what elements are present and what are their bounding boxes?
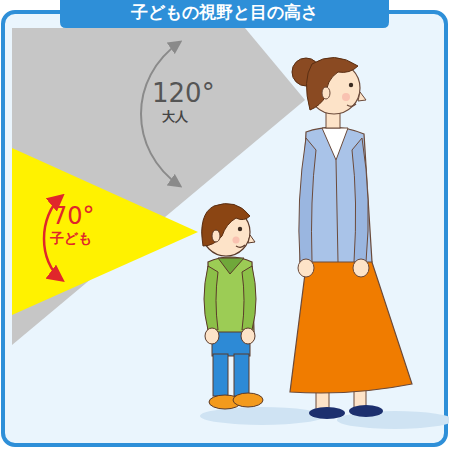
angle-arrow (141, 42, 180, 186)
adult-figure (290, 57, 412, 419)
ground-shadow (337, 411, 449, 429)
angle-label: 70° (52, 204, 95, 228)
angle-arrow (44, 196, 62, 280)
view-wedge (12, 148, 198, 315)
ground-shadow (200, 407, 324, 425)
figure-title: 子どもの視野と目の高さ (0, 4, 449, 21)
viewer-label: 大人 (162, 110, 188, 123)
panel-frame (3, 12, 446, 445)
child-figure (202, 204, 263, 409)
view-wedge (12, 28, 305, 345)
shape-outline (12, 148, 198, 315)
viewer-label: 子ども (50, 231, 92, 245)
angle-label: 120° (152, 80, 215, 106)
child-view-wedge: 70° 子ども (12, 148, 198, 315)
